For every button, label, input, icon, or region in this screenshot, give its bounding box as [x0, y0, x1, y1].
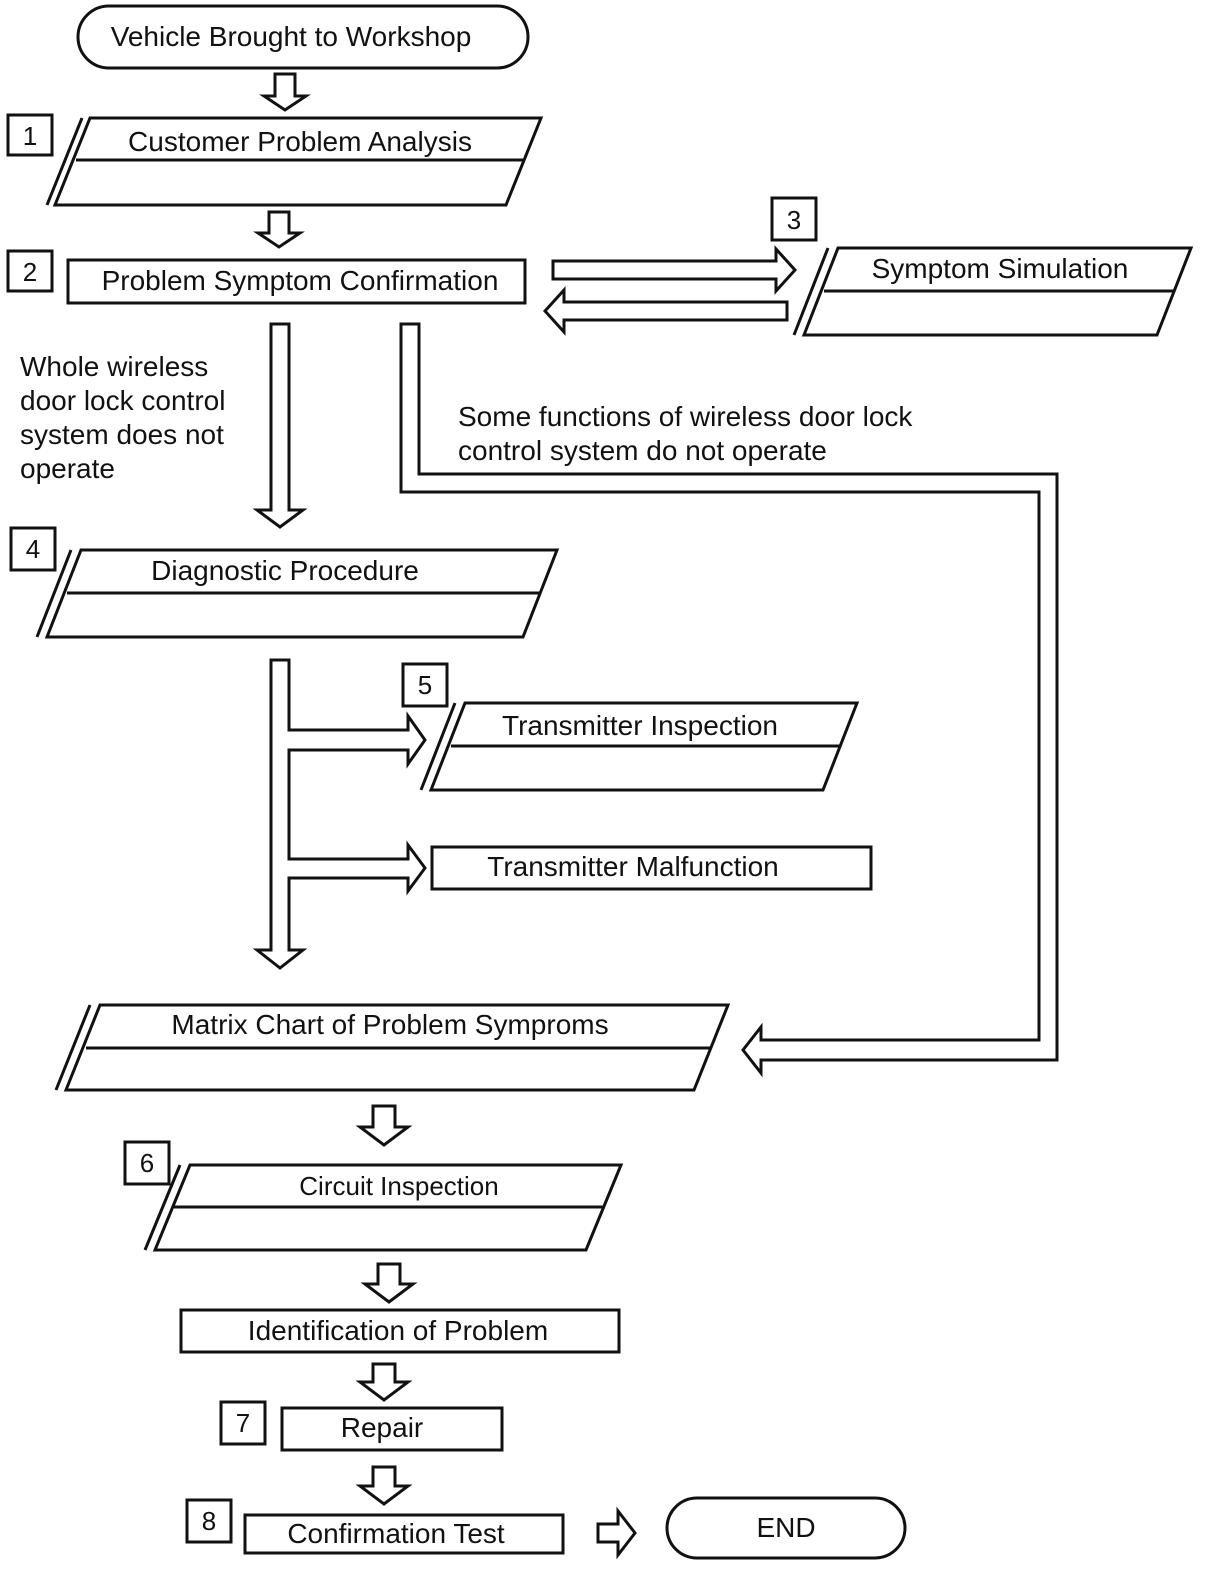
customer-problem-analysis-node: Customer Problem Analysis	[45, 116, 544, 207]
step-badge-3: 3	[770, 196, 818, 242]
step-badge-4: 4	[9, 526, 57, 572]
branch-label-some-functions: Some functions of wireless door lock con…	[458, 401, 920, 466]
flow-arrow	[355, 1362, 413, 1402]
flow-arrow-diagnostic-trunk	[252, 658, 427, 970]
svg-text:2: 2	[23, 257, 37, 287]
symptom-simulation-label: Symptom Simulation	[872, 253, 1129, 284]
svg-text:3: 3	[787, 205, 801, 235]
svg-text:1: 1	[23, 121, 37, 151]
transmitter-inspection-node: Transmitter Inspection	[419, 701, 860, 792]
svg-text:5: 5	[418, 670, 432, 700]
flow-arrow	[355, 1104, 413, 1147]
branch-label-whole-system: Whole wireless door lock control system …	[20, 351, 233, 484]
svg-text:7: 7	[236, 1408, 250, 1438]
svg-text:4: 4	[26, 534, 40, 564]
customer-problem-analysis-label: Customer Problem Analysis	[128, 126, 472, 157]
diagnostic-procedure-node: Diagnostic Procedure	[35, 548, 560, 639]
symptom-simulation-node: Symptom Simulation	[792, 246, 1194, 337]
problem-symptom-confirmation-node: Problem Symptom Confirmation	[66, 258, 527, 305]
transmitter-malfunction-label: Transmitter Malfunction	[487, 851, 779, 882]
flow-arrow	[259, 72, 311, 112]
flow-arrow	[253, 210, 305, 249]
circuit-inspection-label: Circuit Inspection	[299, 1171, 498, 1201]
step-badge-5: 5	[401, 662, 449, 708]
flow-arrow	[360, 1262, 418, 1304]
circuit-inspection-node: Circuit Inspection	[143, 1163, 624, 1252]
step-badge-7: 7	[219, 1400, 267, 1446]
svg-text:6: 6	[140, 1148, 154, 1178]
transmitter-inspection-label: Transmitter Inspection	[502, 710, 778, 741]
start-label: Vehicle Brought to Workshop	[111, 21, 472, 52]
flow-arrow-to-simulation	[551, 245, 798, 295]
problem-symptom-confirmation-label: Problem Symptom Confirmation	[102, 265, 499, 296]
transmitter-malfunction-node: Transmitter Malfunction	[430, 845, 873, 891]
flow-arrow	[596, 1506, 637, 1560]
identification-of-problem-label: Identification of Problem	[248, 1315, 548, 1346]
flow-arrow-from-simulation	[542, 286, 789, 336]
identification-of-problem-node: Identification of Problem	[179, 1308, 621, 1354]
start-node: Vehicle Brought to Workshop	[76, 4, 530, 70]
step-badge-8: 8	[185, 1498, 233, 1544]
confirmation-test-label: Confirmation Test	[287, 1518, 505, 1549]
repair-node: Repair	[280, 1406, 504, 1452]
step-badge-6: 6	[123, 1140, 171, 1186]
svg-text:8: 8	[202, 1506, 216, 1536]
diagnostic-procedure-label: Diagnostic Procedure	[151, 555, 419, 586]
flow-arrow-some-functions	[399, 322, 1059, 1078]
end-node: END	[665, 1496, 907, 1560]
matrix-chart-node: Matrix Chart of Problem Symproms	[54, 1003, 731, 1092]
matrix-chart-label: Matrix Chart of Problem Symproms	[171, 1009, 608, 1040]
step-badge-1: 1	[6, 113, 54, 157]
flow-arrow	[355, 1465, 413, 1506]
confirmation-test-node: Confirmation Test	[243, 1513, 565, 1555]
end-label: END	[756, 1512, 815, 1543]
repair-label: Repair	[341, 1412, 423, 1443]
flow-arrow-whole-system	[252, 322, 308, 529]
step-badge-2: 2	[6, 249, 54, 293]
